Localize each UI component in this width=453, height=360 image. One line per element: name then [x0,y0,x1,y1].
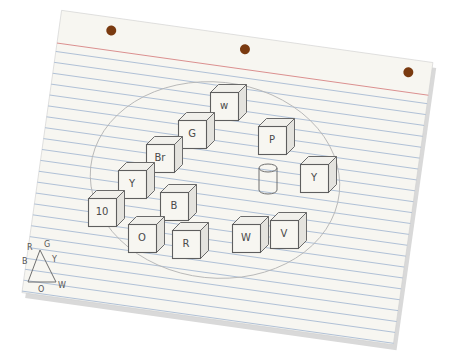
cube-outline [232,216,270,254]
cube-letter: w [220,101,228,111]
cube-outline [258,118,296,156]
cube-block: B [160,192,188,220]
cube-block: P [258,126,286,154]
cube-block: 10 [88,198,116,226]
cube-block: V [270,220,298,248]
paper-sheet [22,10,433,344]
cube-outline [270,212,308,250]
cube-side [329,157,337,193]
cube-letter: V [281,229,288,239]
cube-side [299,213,307,249]
cube-front [89,199,117,227]
cube-side [189,185,197,221]
triangle-letter: B [22,258,28,266]
cube-side [175,137,183,173]
cube-letter: P [269,135,275,145]
cube-side [287,119,295,155]
cube-letter: B [171,201,178,211]
margin-line [57,43,428,95]
triangle-letter: G [44,241,50,249]
triangle-letter: W [58,282,66,290]
cube-side [157,217,165,253]
cube-front [129,225,157,253]
cube-side [207,113,215,149]
cube-letter: O [138,233,146,243]
ruled-lines [22,50,427,345]
cube-letter: Y [311,173,317,183]
cube-block: W [232,224,260,252]
punch-hole [403,67,414,78]
cube-block: O [128,224,156,252]
cube-letter: 10 [96,207,109,217]
cube-block: Y [300,164,328,192]
orbit-ellipse [80,69,349,290]
cube-letter: W [241,233,251,243]
cube-side [261,217,269,253]
cube-letter: Y [129,179,135,189]
cube-letter: G [188,129,196,139]
triangle-letter: O [38,286,44,294]
cube-outline [300,156,338,194]
cube-front [301,165,329,193]
triangle-sketch [28,250,56,282]
cube-outline [210,84,248,122]
cube-outline [128,216,166,254]
cube-side [117,191,125,227]
punch-hole [239,44,250,55]
cylinder-sketch [259,164,277,194]
cube-front [259,127,287,155]
cube-front [271,221,299,249]
cube-block: R [172,230,200,258]
cube-front [233,225,261,253]
cube-side [201,223,209,259]
triangle-letter: Y [52,256,57,264]
cube-outline [160,184,198,222]
cube-outline [178,112,216,150]
punch-hole [106,25,117,36]
triangle-letter: R [27,244,33,252]
cube-side [239,85,247,121]
cube-side [147,163,155,199]
cube-outline [172,222,210,260]
cube-front [173,231,201,259]
cube-letter: Br [155,153,166,163]
cube-letter: R [183,239,190,249]
